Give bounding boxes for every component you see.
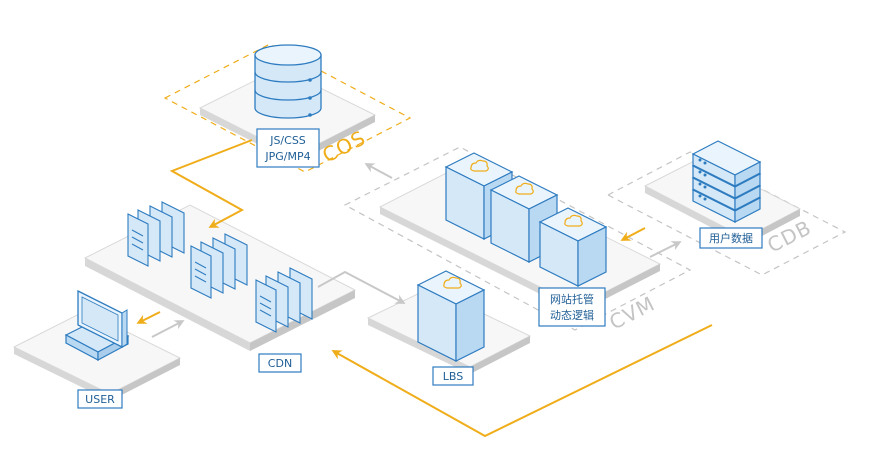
cdn-label: CDN — [258, 353, 302, 373]
cos-content-line2: JPG/MP4 — [264, 150, 310, 163]
orange-arrow-cos-to-cdn — [169, 139, 253, 228]
database-icon — [254, 44, 322, 119]
cvm-server-cubes — [444, 152, 608, 287]
cloud-server-icon — [538, 207, 608, 287]
cvm-label: 网站托管 动态逻辑 — [538, 287, 606, 327]
orange-arrow-cdn-to-user — [136, 311, 161, 324]
orange-loop-to-cdn — [331, 324, 713, 438]
cos-content-line1: JS/CSS — [269, 134, 306, 147]
user-label: USER — [77, 389, 123, 409]
cloud-server-icon — [416, 270, 486, 362]
connectors — [136, 139, 713, 438]
cvm-label-line1: 网站托管 — [550, 292, 594, 306]
cos-content-label: JS/CSS JPG/MP4 — [256, 128, 320, 168]
orange-arrow-cdb-to-cvm — [620, 227, 646, 241]
cvm-zone — [343, 146, 692, 331]
lbs-label: LBS — [432, 366, 474, 386]
cdb-content-label: 用户数据 — [699, 227, 763, 249]
cos-zone — [163, 43, 412, 173]
computer-icon — [64, 289, 130, 361]
gray-arrow-cvm-to-cos — [364, 163, 393, 179]
gray-arrow-cvm-to-cdb — [649, 241, 682, 258]
gray-arrow-user-to-cdn — [151, 320, 185, 338]
cdb-content-text: 用户数据 — [709, 231, 753, 245]
server-rack-icon — [691, 140, 762, 223]
user-label-text: USER — [85, 393, 115, 406]
cdn-label-text: CDN — [268, 357, 292, 370]
cvm-zone-title: CVM — [605, 291, 659, 334]
gray-arrow-cdn-to-lbs — [317, 270, 406, 304]
document-stack-icon — [127, 201, 313, 333]
cvm-label-line2: 动态逻辑 — [550, 308, 594, 322]
lbs-label-text: LBS — [443, 370, 463, 383]
